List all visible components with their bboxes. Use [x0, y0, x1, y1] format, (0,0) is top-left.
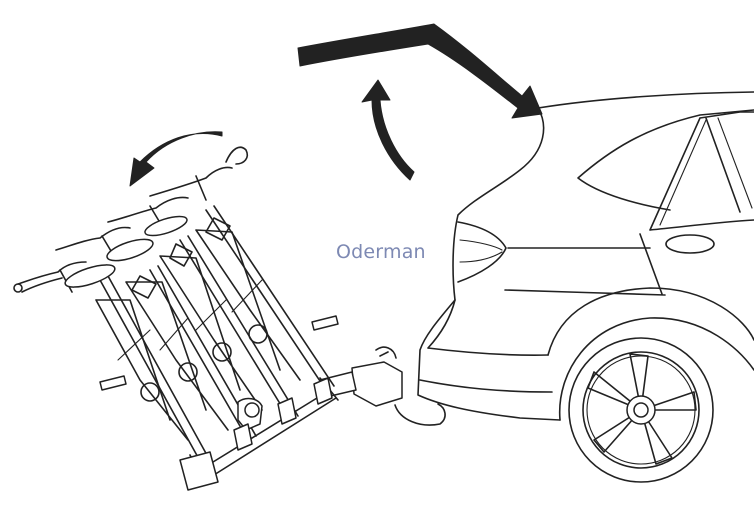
arrows — [129, 23, 543, 187]
rack-light-bar — [179, 451, 219, 491]
car-side-window — [649, 111, 754, 231]
wheel-tray-1 — [99, 275, 214, 471]
hitch-handle — [375, 346, 397, 359]
car-body-outline — [417, 91, 754, 421]
strap-reel — [244, 402, 260, 418]
wheel-holders — [64, 215, 188, 288]
car-window-line — [659, 117, 753, 226]
car-rear-window — [577, 109, 754, 211]
wheel-hub-center — [633, 402, 649, 418]
rear-bumper — [419, 299, 553, 393]
tow-ball-mount — [394, 403, 446, 426]
bikes — [95, 229, 339, 441]
open-hatch-arrow-icon — [361, 79, 415, 181]
door-handle — [665, 234, 715, 254]
bike-rack — [13, 146, 403, 491]
wheel-arch — [547, 287, 754, 421]
tail-light-inner — [459, 239, 503, 263]
tray-end-caps — [233, 377, 333, 451]
car — [394, 91, 754, 483]
tailgate-arrow-icon — [297, 23, 543, 119]
rear-tyre — [568, 337, 714, 483]
rack-frame — [189, 377, 339, 486]
tilt-arrow-icon — [129, 131, 223, 187]
watermark-text: Oderman — [336, 241, 426, 263]
tail-light — [457, 221, 507, 283]
handlebars — [13, 146, 249, 293]
wheel-spokes — [587, 353, 697, 465]
car-side-crease — [504, 233, 666, 296]
wheel-tray-3 — [179, 235, 299, 421]
frame-clamps — [131, 217, 231, 299]
rear-rim — [582, 351, 700, 469]
hitch-connector — [351, 361, 403, 407]
